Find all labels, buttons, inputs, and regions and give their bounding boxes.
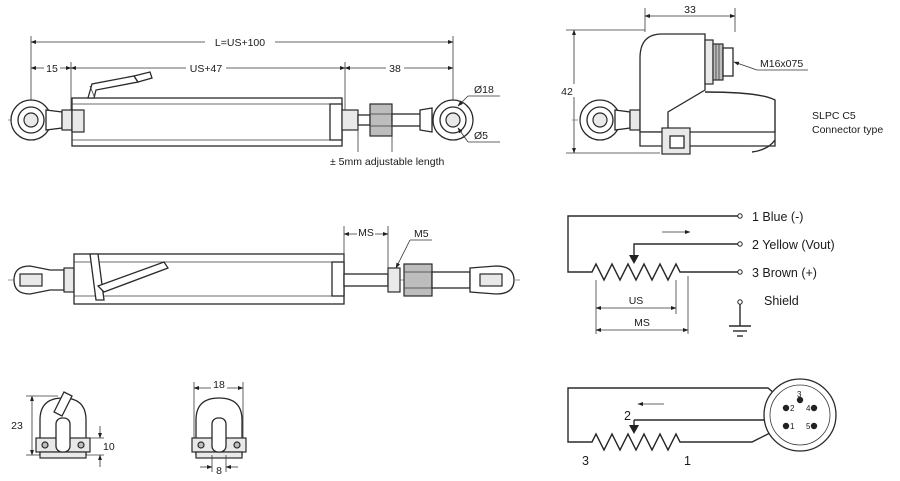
- pin-1-label: 1: [790, 422, 795, 431]
- wire-3-label: 3 Brown (+): [752, 266, 817, 280]
- eye-diameter-label: Ø18: [474, 84, 494, 96]
- end-view-right: 18 8: [191, 378, 247, 477]
- sensor-body: [71, 71, 343, 147]
- pin-5: [810, 422, 818, 430]
- end-height-label: 23: [11, 420, 23, 432]
- model-note: Connector type: [812, 124, 883, 136]
- schematic-us-label: US: [629, 295, 644, 307]
- left-terminal-label: 3: [582, 454, 589, 468]
- hole-diameter-label: Ø5: [474, 130, 488, 142]
- body-length-label: US+47: [190, 63, 223, 75]
- wiring-schematic: 1 Blue (-) 2 Yellow (Vout) 3 Brown (+) S…: [567, 210, 835, 337]
- wiper-label: 2: [624, 409, 631, 423]
- pin-3: [796, 396, 804, 404]
- pin-1: [782, 422, 790, 430]
- end-view-left: 23 10: [10, 391, 115, 467]
- pin-3-label: 3: [797, 390, 802, 399]
- end-slot-label: 8: [216, 465, 222, 477]
- right-terminal-label: 1: [684, 454, 691, 468]
- pin-5-label: 5: [806, 422, 811, 431]
- side-view: L=US+100 15 US+47 38: [8, 35, 500, 168]
- wire-1-label: 1 Blue (-): [752, 210, 803, 224]
- shield-label: Shield: [764, 294, 799, 308]
- end-width-label: 18: [213, 379, 225, 391]
- thread-label: M16x075: [760, 58, 803, 70]
- wire-2-label: 2 Yellow (Vout): [752, 238, 835, 252]
- pin-2: [782, 404, 790, 412]
- right-rod-eye: [419, 99, 474, 141]
- pinout-diagram: 2 3 1 3 2 4 1 5: [567, 378, 837, 468]
- left-offset-label: 15: [46, 63, 58, 75]
- adjustable-length-note: ± 5mm adjustable length: [330, 156, 444, 168]
- top-ms-label: MS: [358, 227, 374, 239]
- pin-4: [810, 404, 818, 412]
- total-length-label: L=US+100: [215, 37, 265, 49]
- schematic-ms-label: MS: [634, 317, 650, 329]
- model-label: SLPC C5: [812, 110, 856, 122]
- connector-face: 3 2 4 1 5: [763, 378, 837, 452]
- left-rod-eye: [10, 99, 73, 141]
- end-foot-label: 10: [103, 441, 115, 453]
- connector-height-label: 42: [561, 86, 573, 98]
- rod-thread-label: M5: [414, 228, 429, 240]
- connector-width-label: 33: [684, 4, 696, 16]
- right-offset-label: 38: [389, 63, 401, 75]
- top-view: MS M5: [8, 226, 520, 305]
- rod-assembly: [341, 103, 433, 137]
- connector-view: 33 42 M16x075 SLPC C5 Connector type: [558, 4, 883, 155]
- pin-2-label: 2: [790, 404, 795, 413]
- pin-4-label: 4: [806, 404, 811, 413]
